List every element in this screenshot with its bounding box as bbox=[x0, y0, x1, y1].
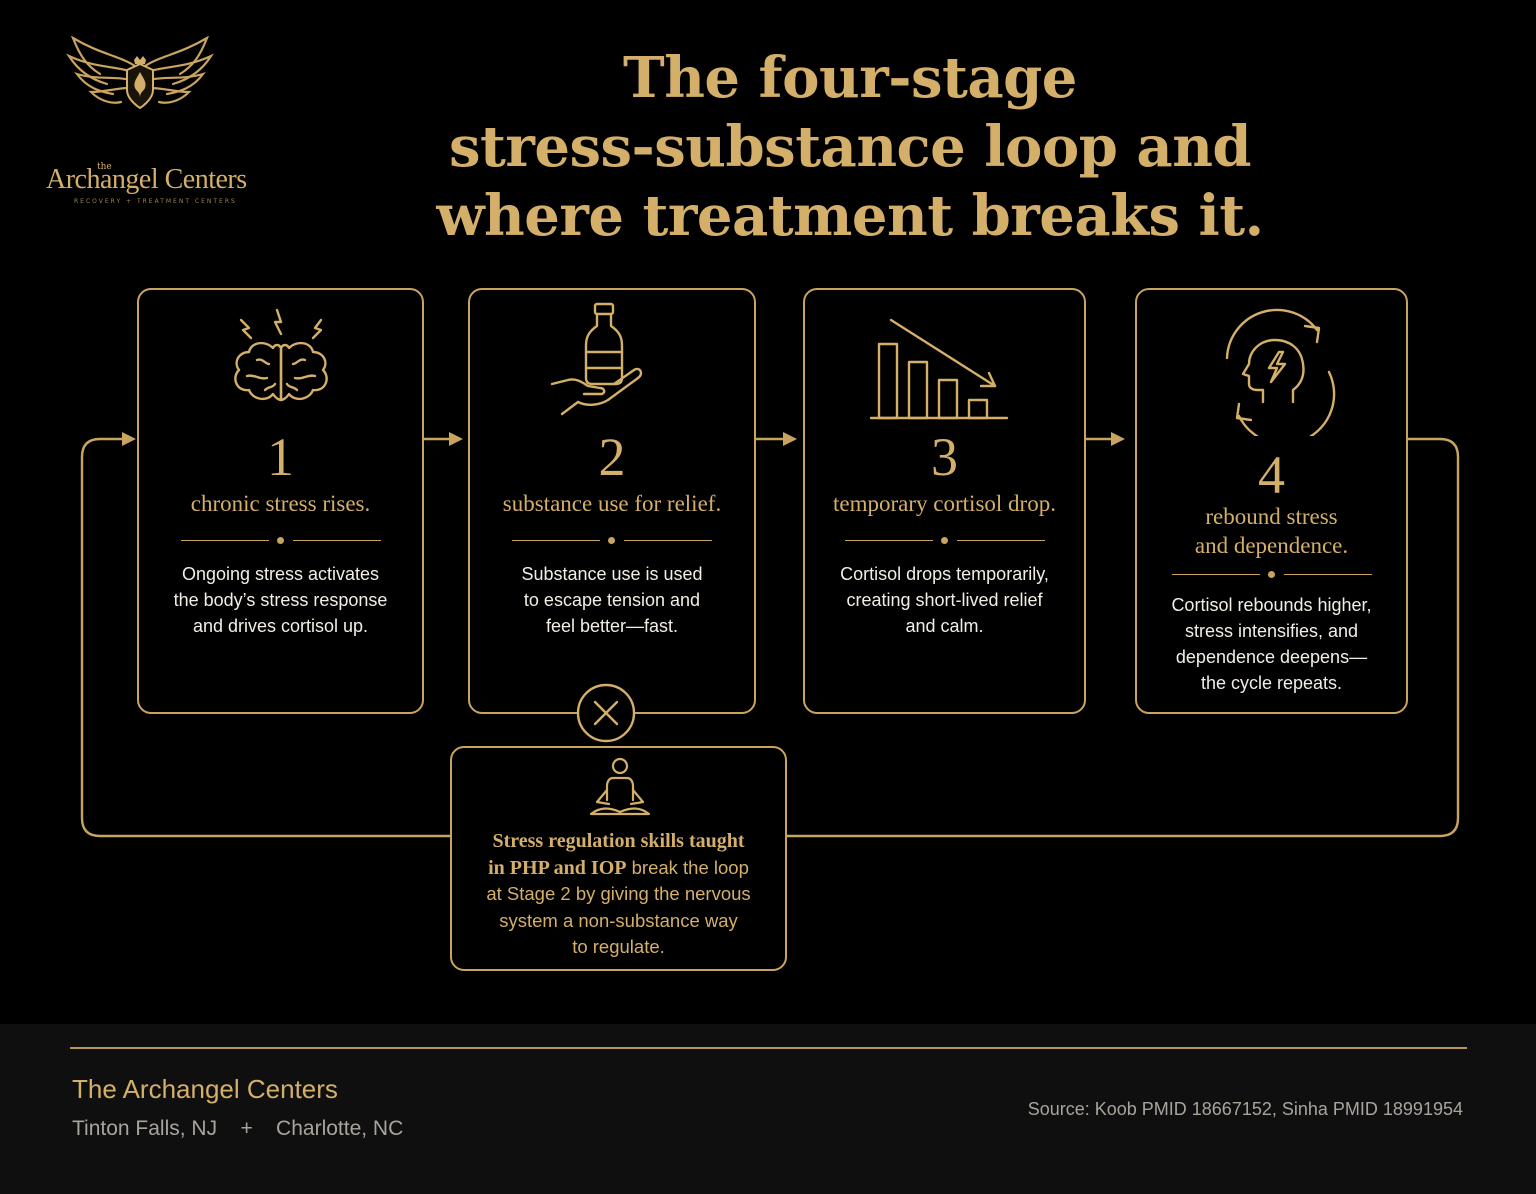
stage-description: Cortisol rebounds higher, stress intensi… bbox=[1137, 592, 1406, 696]
divider bbox=[844, 536, 1045, 546]
description-line: stress intensifies, and bbox=[1184, 621, 1359, 641]
heading-line: rebound stress bbox=[1205, 504, 1338, 529]
description-line: Cortisol rebounds higher, bbox=[1171, 595, 1372, 615]
arrowhead-1-2 bbox=[449, 432, 463, 446]
divider bbox=[512, 536, 712, 546]
intervention-line: break the loop bbox=[626, 856, 749, 878]
bottle-in-hand-icon bbox=[550, 302, 643, 416]
heading-line: and dependence. bbox=[1194, 533, 1349, 558]
stage-description: Ongoing stress activates the body’s stre… bbox=[139, 561, 422, 639]
logo-the: the bbox=[97, 162, 112, 172]
intervention-programs: in PHP and IOP bbox=[488, 856, 627, 879]
loop-connectors bbox=[80, 432, 1460, 838]
description-line: creating short-lived relief bbox=[846, 590, 1043, 610]
head-cycle-icon bbox=[1225, 308, 1336, 436]
wings-crest-icon bbox=[66, 36, 214, 110]
meditation-icon bbox=[589, 757, 651, 816]
stage-number: 3 bbox=[931, 427, 958, 487]
description-line: Substance use is used bbox=[521, 564, 703, 584]
intervention-lead: Stress regulation skills taught bbox=[492, 830, 745, 852]
location-separator: + bbox=[240, 1117, 253, 1140]
stage-number: 4 bbox=[1258, 445, 1285, 505]
arrowhead-loop bbox=[122, 432, 136, 446]
stage-heading: chronic stress rises. bbox=[190, 491, 371, 516]
divider bbox=[1171, 570, 1372, 580]
intervention-line: at Stage 2 by giving the nervous bbox=[486, 883, 751, 904]
location-tinton-falls: Tinton Falls, NJ bbox=[72, 1117, 218, 1140]
logo: the Archangel Centers RECOVERY + TREATME… bbox=[40, 36, 247, 205]
brain-stress-icon bbox=[234, 308, 328, 402]
page-title: The four-stage stress-substance loop and… bbox=[400, 44, 1300, 251]
intervention-box: Stress regulation skills taught in PHP a… bbox=[450, 746, 787, 971]
stage-number: 2 bbox=[598, 427, 626, 487]
description-line: dependence deepens— bbox=[1175, 647, 1368, 667]
description-line: Ongoing stress activates bbox=[181, 564, 380, 584]
logo-tagline: RECOVERY + TREATMENT CENTERS bbox=[74, 198, 237, 205]
location-charlotte: Charlotte, NC bbox=[276, 1117, 404, 1140]
stage-description: Substance use is used to escape tension … bbox=[470, 561, 754, 639]
logo-name: Archangel Centers bbox=[46, 164, 247, 195]
intervention-line: to regulate. bbox=[572, 936, 665, 957]
break-x-icon bbox=[576, 683, 636, 743]
stage-card-4: 4 rebound stress and dependence. Cortiso… bbox=[1135, 288, 1408, 714]
footer-source: Source: Koob PMID 18667152, Sinha PMID 1… bbox=[1027, 1099, 1463, 1119]
description-line: to escape tension and bbox=[523, 590, 701, 610]
footer-divider bbox=[70, 1047, 1467, 1049]
arrowhead-2-3 bbox=[783, 432, 797, 446]
stage-card-3: 3 temporary cortisol drop. Cortisol drop… bbox=[803, 288, 1086, 714]
divider bbox=[180, 536, 381, 546]
footer-locations: Tinton Falls, NJ + Charlotte, NC bbox=[72, 1117, 403, 1141]
description-line: the body’s stress response bbox=[173, 590, 388, 610]
description-line: and drives cortisol up. bbox=[192, 616, 369, 636]
stage-number: 1 bbox=[267, 427, 294, 487]
declining-bar-chart-icon bbox=[869, 318, 1009, 420]
title-line-3: where treatment breaks it. bbox=[436, 183, 1264, 249]
loop-return-path bbox=[80, 437, 1460, 838]
description-line: Cortisol drops temporarily, bbox=[840, 564, 1049, 584]
footer-org-name: The Archangel Centers bbox=[72, 1074, 338, 1104]
stage-heading: rebound stress and dependence. bbox=[1137, 502, 1406, 560]
intervention-line: system a non-substance way bbox=[499, 909, 738, 931]
description-line: and calm. bbox=[905, 616, 984, 636]
title-line-1: The four-stage bbox=[623, 45, 1077, 111]
arrowhead-3-4 bbox=[1111, 432, 1125, 446]
description-line: the cycle repeats. bbox=[1200, 673, 1343, 693]
stage-heading: temporary cortisol drop. bbox=[833, 491, 1056, 516]
stage-card-2: 2 substance use for relief. Substance us… bbox=[468, 288, 756, 714]
intervention-text: Stress regulation skills taught in PHP a… bbox=[462, 828, 775, 961]
title-line-2: stress-substance loop and bbox=[448, 114, 1252, 180]
footer: The Archangel Centers Tinton Falls, NJ +… bbox=[0, 1024, 1536, 1194]
stage-card-1: 1 chronic stress rises. Ongoing stress a… bbox=[137, 288, 424, 714]
stage-description: Cortisol drops temporarily, creating sho… bbox=[805, 561, 1084, 639]
stage-heading: substance use for relief. bbox=[502, 491, 722, 516]
description-line: feel better—fast. bbox=[545, 616, 679, 636]
